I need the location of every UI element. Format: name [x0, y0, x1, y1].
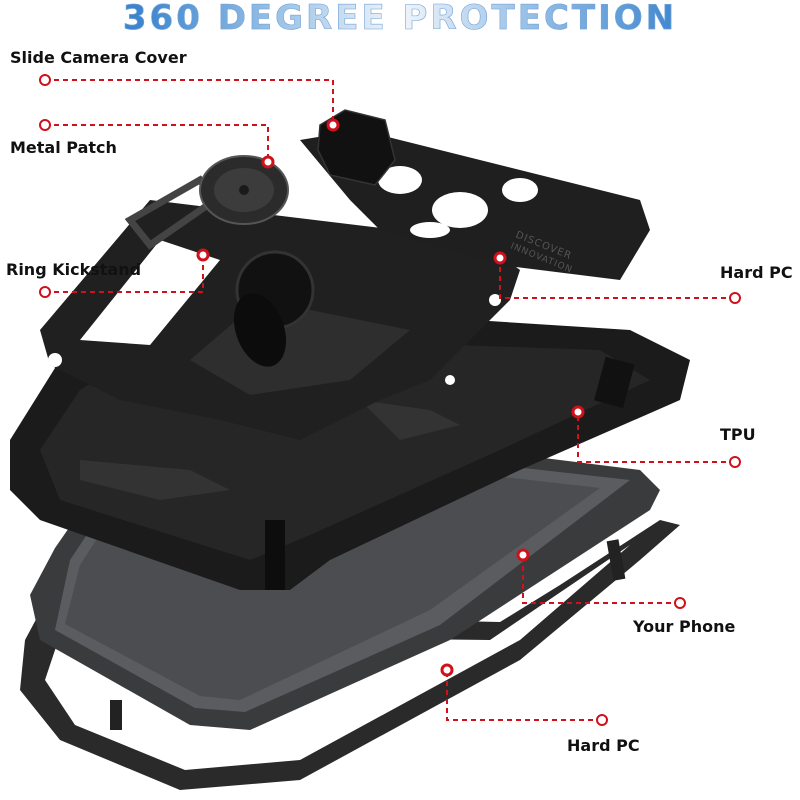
label-ring-kickstand: Ring Kickstand: [6, 260, 142, 279]
callout-lines: [45, 79, 735, 721]
label-metal-patch: Metal Patch: [10, 138, 117, 157]
label-hard-pc-top: Hard PC: [720, 263, 793, 282]
label-hard-pc-bottom: Hard PC: [567, 736, 640, 755]
label-tpu: TPU: [720, 425, 756, 444]
hard-pc-frame: [40, 200, 520, 440]
label-your-phone: Your Phone: [633, 617, 736, 636]
page-title: 360 DEGREE PROTECTION: [0, 0, 800, 38]
callout-markers: [39, 74, 741, 726]
ring-kickstand: [124, 155, 289, 250]
label-slide-camera-cover: Slide Camera Cover: [10, 48, 187, 67]
